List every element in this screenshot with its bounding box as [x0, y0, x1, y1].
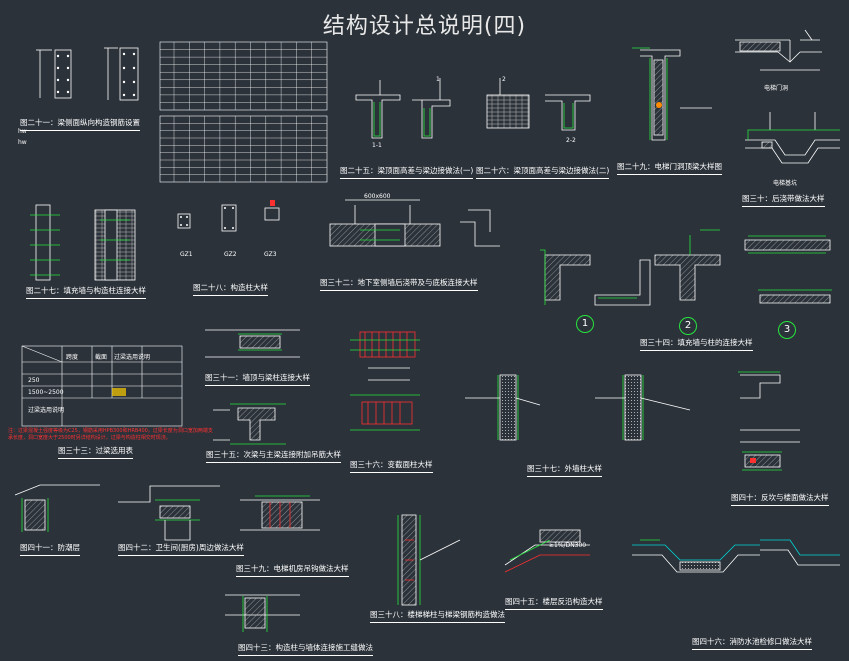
- label-gz3: GZ3: [264, 251, 277, 258]
- elevator-pit-detail: [745, 112, 840, 164]
- detail-marker-3: 3: [778, 321, 796, 339]
- damp-proof-detail: [14, 484, 100, 532]
- detail-marker-2: 2: [679, 317, 697, 335]
- wall-top-detail: [205, 329, 300, 358]
- lintel-red-note: 注：过梁混凝土强度等级为C25，钢筋采用HPB300和HRB400，过梁长度为洞…: [8, 428, 213, 441]
- lintel-row-2: 1500~2500: [28, 389, 64, 396]
- caption-fig31: 图三十一：墙顶与梁柱连接大样: [205, 373, 310, 386]
- lintel-head-2: 截面: [95, 354, 108, 361]
- toilet-perimeter-detail: [118, 485, 220, 541]
- constructional-column-detail: [177, 200, 280, 232]
- beam-top-detail-2: [486, 78, 591, 131]
- sheet-title: 结构设计总说明(四): [322, 14, 527, 39]
- column-wall-construction-joint-detail: [225, 594, 300, 632]
- rebar-table-2: [159, 115, 328, 183]
- caption-fig30: 图三十：后浇带做法大样: [742, 194, 825, 207]
- rebar-table-1: [159, 41, 328, 111]
- caption-fig45: 图四十五：楼层反沿构造大样: [505, 597, 603, 610]
- caption-fig46: 图四十六：消防水池检修口做法大样: [692, 637, 812, 650]
- label-slope: ≥1%/DN300: [549, 542, 587, 549]
- caption-fig42: 图四十二：卫生间(厨房)周边做法大样: [118, 543, 244, 556]
- stair-column-beam-detail: [397, 514, 461, 606]
- caption-fig35: 图三十五：次梁与主梁连接附加吊筋大样: [206, 450, 341, 463]
- beam-side-rebar-detail: [36, 47, 139, 101]
- lintel-table: [21, 345, 183, 427]
- detail-marker-1: 1: [576, 315, 594, 333]
- post-pour-strip-detail: [735, 29, 822, 71]
- caption-fig28: 图二十八：构造柱大样: [193, 283, 268, 296]
- label-gz1: GZ1: [180, 251, 193, 258]
- water-tank-access-detail: [632, 539, 840, 573]
- lintel-row-3: 过梁选用说明: [28, 407, 65, 414]
- infill-wall-column-joint-detail: [540, 229, 832, 306]
- caption-fig34: 图三十四：填充墙与柱的连接大样: [640, 338, 753, 351]
- caption-fig26: 图二十六：梁顶面高差与梁边接做法(二): [476, 166, 610, 179]
- label-section-1-1: 1-1: [372, 142, 382, 149]
- elevator-door-beam-detail: [632, 47, 712, 141]
- variable-column-detail: [350, 331, 420, 431]
- elevator-hook-detail: [240, 495, 320, 531]
- exterior-wall-column-detail: [465, 374, 691, 441]
- label-hw-1: hw: [18, 128, 27, 135]
- rebar-table-1-grid: [160, 42, 327, 110]
- caption-fig25: 图二十五：梁顶面高差与梁边接做法(一): [340, 166, 474, 179]
- caption-fig37: 图三十七：外墙柱大样: [527, 464, 602, 477]
- caption-fig32: 图三十二：地下室侧墙后浇带及与底板连接大样: [320, 278, 478, 291]
- caption-fig41: 图四十一：防潮层: [20, 543, 80, 556]
- infill-wall-column-detail: [30, 204, 136, 281]
- label-gz2: GZ2: [224, 251, 237, 258]
- label-cut-1: 1: [436, 76, 440, 83]
- caption-fig21: 图二十一：梁侧面纵向构造钢筋设置: [20, 118, 140, 131]
- beam-top-detail-1: [355, 78, 451, 139]
- label-section-2-2: 2-2: [566, 137, 576, 144]
- caption-fig33: 图三十三：过梁选用表: [58, 446, 133, 459]
- caption-fig40: 图四十：反坎与楼面做法大样: [731, 493, 829, 506]
- lintel-head-1: 跨度: [66, 354, 79, 361]
- caption-fig43: 图四十三：构造柱与墙体连接施工缝做法: [238, 643, 373, 656]
- label-dim-600: 600x600: [364, 193, 391, 200]
- label-hw-2: hw: [18, 139, 27, 146]
- caption-fig38: 图三十八：楼梯梯柱与梯梁钢筋构造做法: [370, 610, 505, 623]
- label-elevator-pit: 电梯基坑: [773, 180, 798, 187]
- caption-fig36: 图三十六：变截面柱大样: [350, 460, 433, 473]
- lintel-head-3: 过梁选用说明: [114, 354, 151, 361]
- floor-edge-detail: [504, 529, 590, 573]
- secondary-beam-hanger-detail: [213, 403, 286, 445]
- label-cut-2: 2: [502, 76, 506, 83]
- curb-floor-detail: [738, 371, 800, 471]
- basement-wall-strip-detail: [329, 199, 500, 247]
- caption-fig39: 图三十九：电梯机房吊钩做法大样: [236, 564, 349, 577]
- caption-fig29: 图二十九：电梯门洞顶梁大样图: [617, 162, 722, 175]
- lintel-row-1: 250: [28, 377, 40, 384]
- label-elevator-door: 电梯门洞: [764, 85, 789, 92]
- rebar-table-2-grid: [160, 116, 327, 182]
- caption-fig27: 图二十七：填充墙与构造柱连接大样: [26, 286, 146, 299]
